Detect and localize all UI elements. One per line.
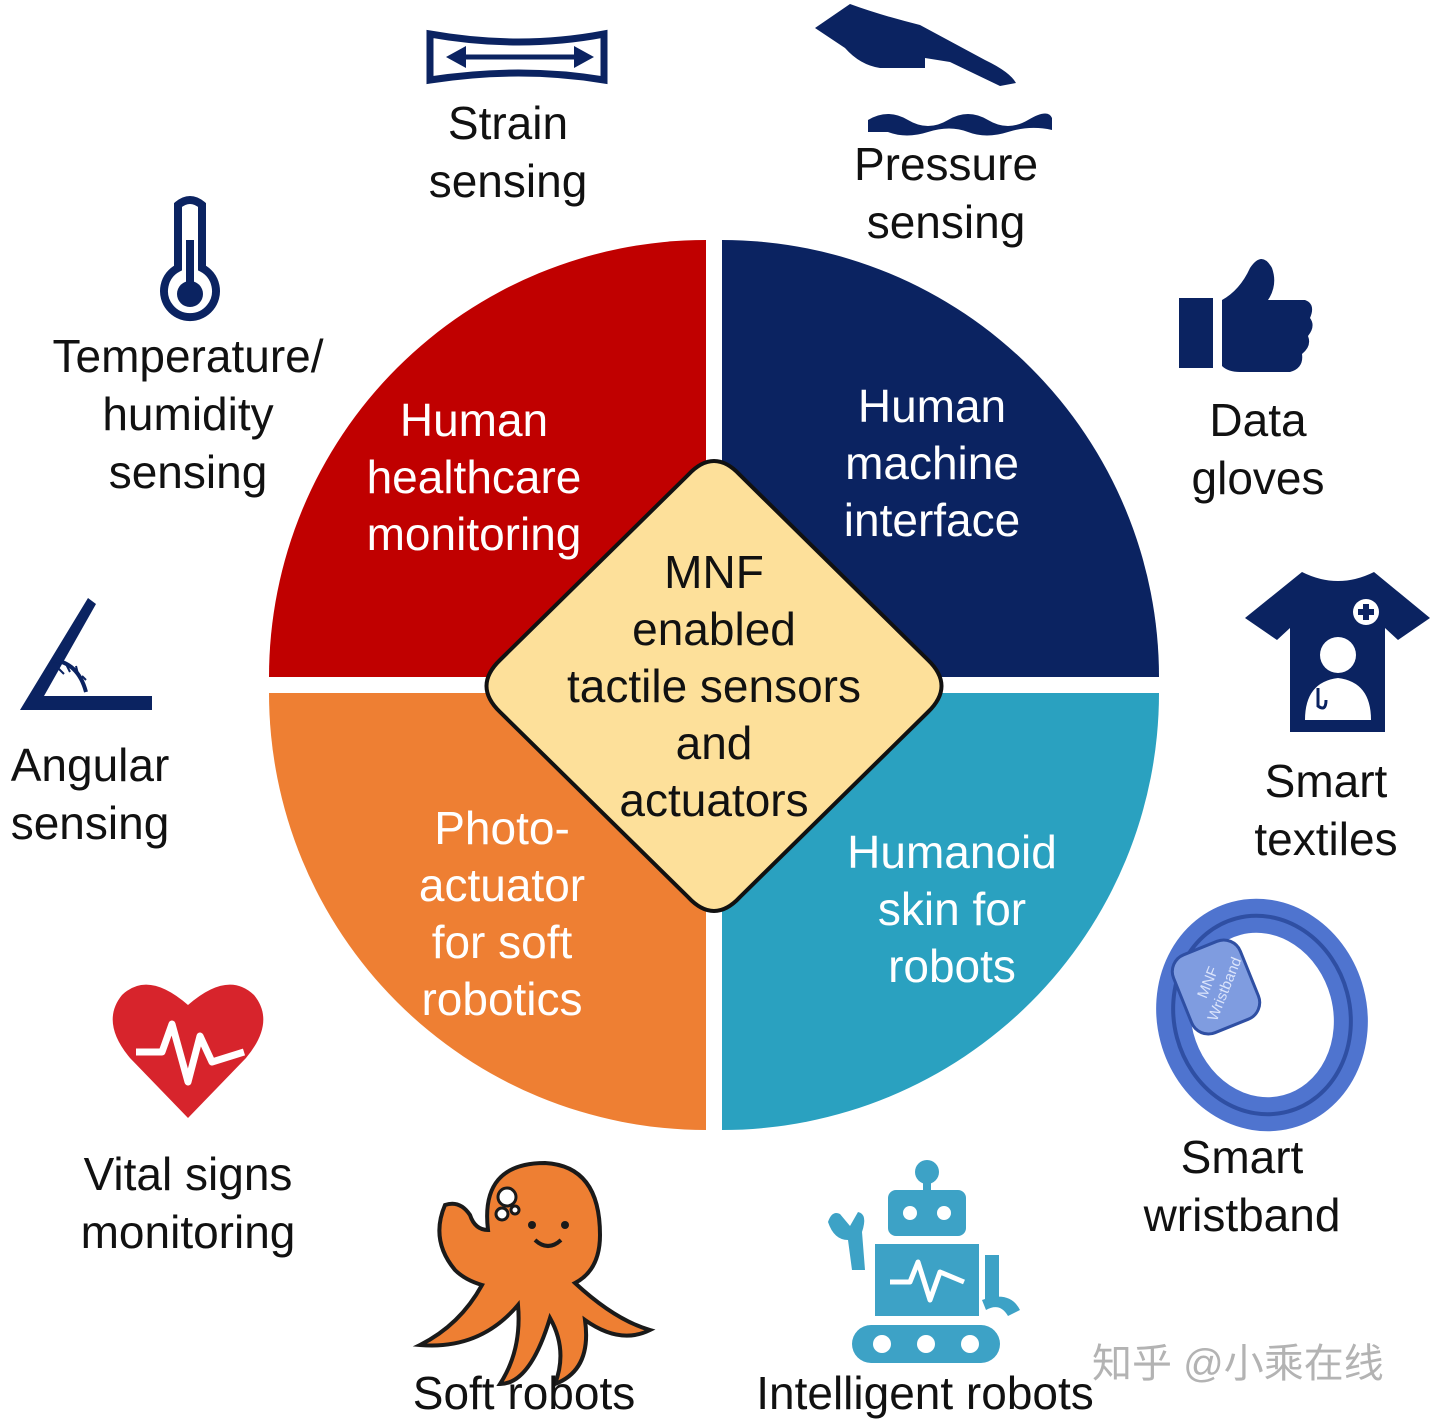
center-label: MNF enabled tactile sensors and actuator… <box>566 546 861 826</box>
watermark: 知乎 @小乘在线 <box>1092 1342 1384 1386</box>
quadrant-top-left-label: Human healthcare monitoring <box>366 394 582 560</box>
thermometer-icon <box>160 196 220 321</box>
smart-wristband-label: Smart wristband <box>1143 1131 1341 1241</box>
temperature-humidity-label: Temperature/ humidity sensing <box>52 330 324 498</box>
hand-pressure-icon <box>815 4 1052 136</box>
wristband-icon <box>1156 898 1368 1132</box>
tshirt-medical-icon <box>1245 572 1430 732</box>
quadrant-bottom-left-label: Photo- actuator for soft robotics <box>418 802 586 1025</box>
soft-robots-label: Soft robots <box>412 1367 636 1419</box>
intelligent-robots-label: Intelligent robots <box>756 1367 1094 1419</box>
strain-icon <box>426 29 608 85</box>
vital-signs-label: Vital signs monitoring <box>80 1148 296 1258</box>
smart-textiles-label: Smart textiles <box>1254 755 1398 865</box>
robot-icon <box>828 1160 1020 1363</box>
octopus-icon <box>412 1160 656 1388</box>
heart-pulse-icon <box>112 984 264 1118</box>
strain-sensing-label: Strain sensing <box>428 97 588 207</box>
thumbs-up-icon <box>1179 259 1313 372</box>
pressure-sensing-label: Pressure sensing <box>853 138 1039 248</box>
quadrant-bottom-right-label: Humanoid skin for robots <box>847 826 1057 992</box>
data-gloves-label: Data gloves <box>1191 394 1325 504</box>
angle-icon <box>20 598 152 710</box>
quadrant-top-right-label: Human machine interface <box>843 380 1021 546</box>
center-diamond <box>484 459 944 913</box>
angular-sensing-label: Angular sensing <box>10 739 170 849</box>
